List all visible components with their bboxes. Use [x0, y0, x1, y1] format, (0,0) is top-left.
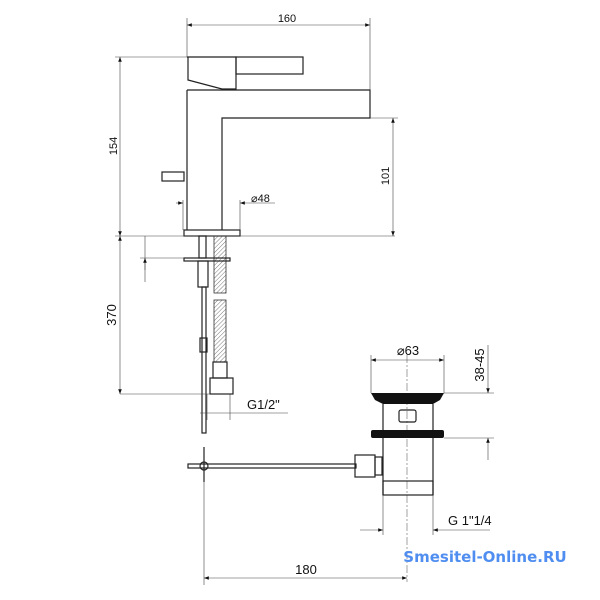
watermark: Smesitel-Online.RU — [403, 548, 566, 566]
dim-38-45-label: 38-45 — [472, 348, 487, 381]
waste-assembly — [187, 355, 494, 585]
dimension-lines — [118, 23, 490, 580]
dim-g12-label: G1/2" — [247, 397, 280, 412]
dim-370-label: 370 — [104, 304, 119, 326]
dim-48-label: ⌀48 — [251, 193, 270, 205]
dim-g114-label: G 1"1/4 — [448, 513, 492, 528]
dim-154-label: 154 — [108, 137, 120, 155]
hoses — [120, 235, 234, 434]
dim-101-label: 101 — [380, 167, 392, 185]
dim-180-label: 180 — [295, 562, 317, 577]
dim-63-label: ⌀63 — [397, 343, 419, 358]
dim-160-label: 160 — [278, 13, 296, 25]
